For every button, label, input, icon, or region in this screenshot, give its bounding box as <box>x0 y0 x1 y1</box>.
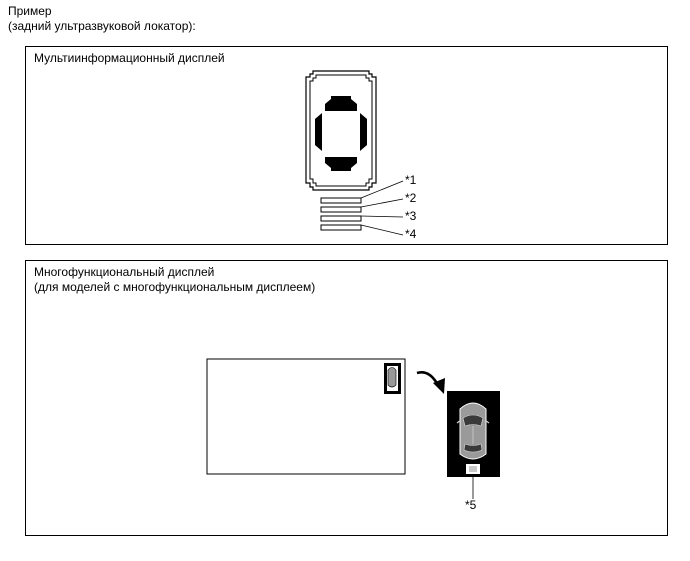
multi-information-display-panel: Мультиинформационный дисплей *1 *2 *3 *4 <box>25 46 668 245</box>
multi-info-car-diagram <box>305 70 404 236</box>
caption: Пример (задний ультразвуковой локатор): <box>8 4 196 34</box>
display-screen <box>206 358 406 475</box>
multifunction-display-panel: Многофункциональный дисплей (для моделей… <box>25 260 668 536</box>
car-top-view-icon <box>456 402 490 460</box>
leader-line-4 <box>360 224 404 236</box>
multifunction-display-diagram <box>206 358 500 499</box>
callout-1: *1 <box>405 173 417 187</box>
car-front-window-icon <box>325 96 357 111</box>
sensor-indicator-3 <box>320 215 362 222</box>
caption-line-1: Пример <box>8 4 52 18</box>
leader-line-3 <box>360 215 404 218</box>
callout-4: *4 <box>405 227 417 241</box>
leader-line-1 <box>360 180 404 199</box>
caption-line-2: (задний ультразвуковой локатор): <box>8 19 196 33</box>
car-outline-icon <box>305 70 377 191</box>
car-left-window-icon <box>315 113 322 151</box>
car-rear-window-icon <box>325 157 357 171</box>
callout-5: *5 <box>465 498 477 512</box>
panel-title-multi-information-display: Мультиинформационный дисплей <box>34 51 225 65</box>
callout-3: *3 <box>405 209 417 223</box>
sensor-indicator-1 <box>320 197 362 204</box>
car-right-window-icon <box>360 113 367 151</box>
leader-line-2 <box>360 198 404 208</box>
callout-2: *2 <box>405 191 417 205</box>
sensor-indicator-2 <box>320 206 362 213</box>
panel-title-multifunction-display: Многофункциональный дисплей (для моделей… <box>34 265 315 295</box>
panel-title-line-1: Многофункциональный дисплей <box>34 265 215 279</box>
sensor-indicator-4 <box>320 224 362 231</box>
panel-title-line-2: (для моделей с многофункциональным диспл… <box>34 280 316 294</box>
